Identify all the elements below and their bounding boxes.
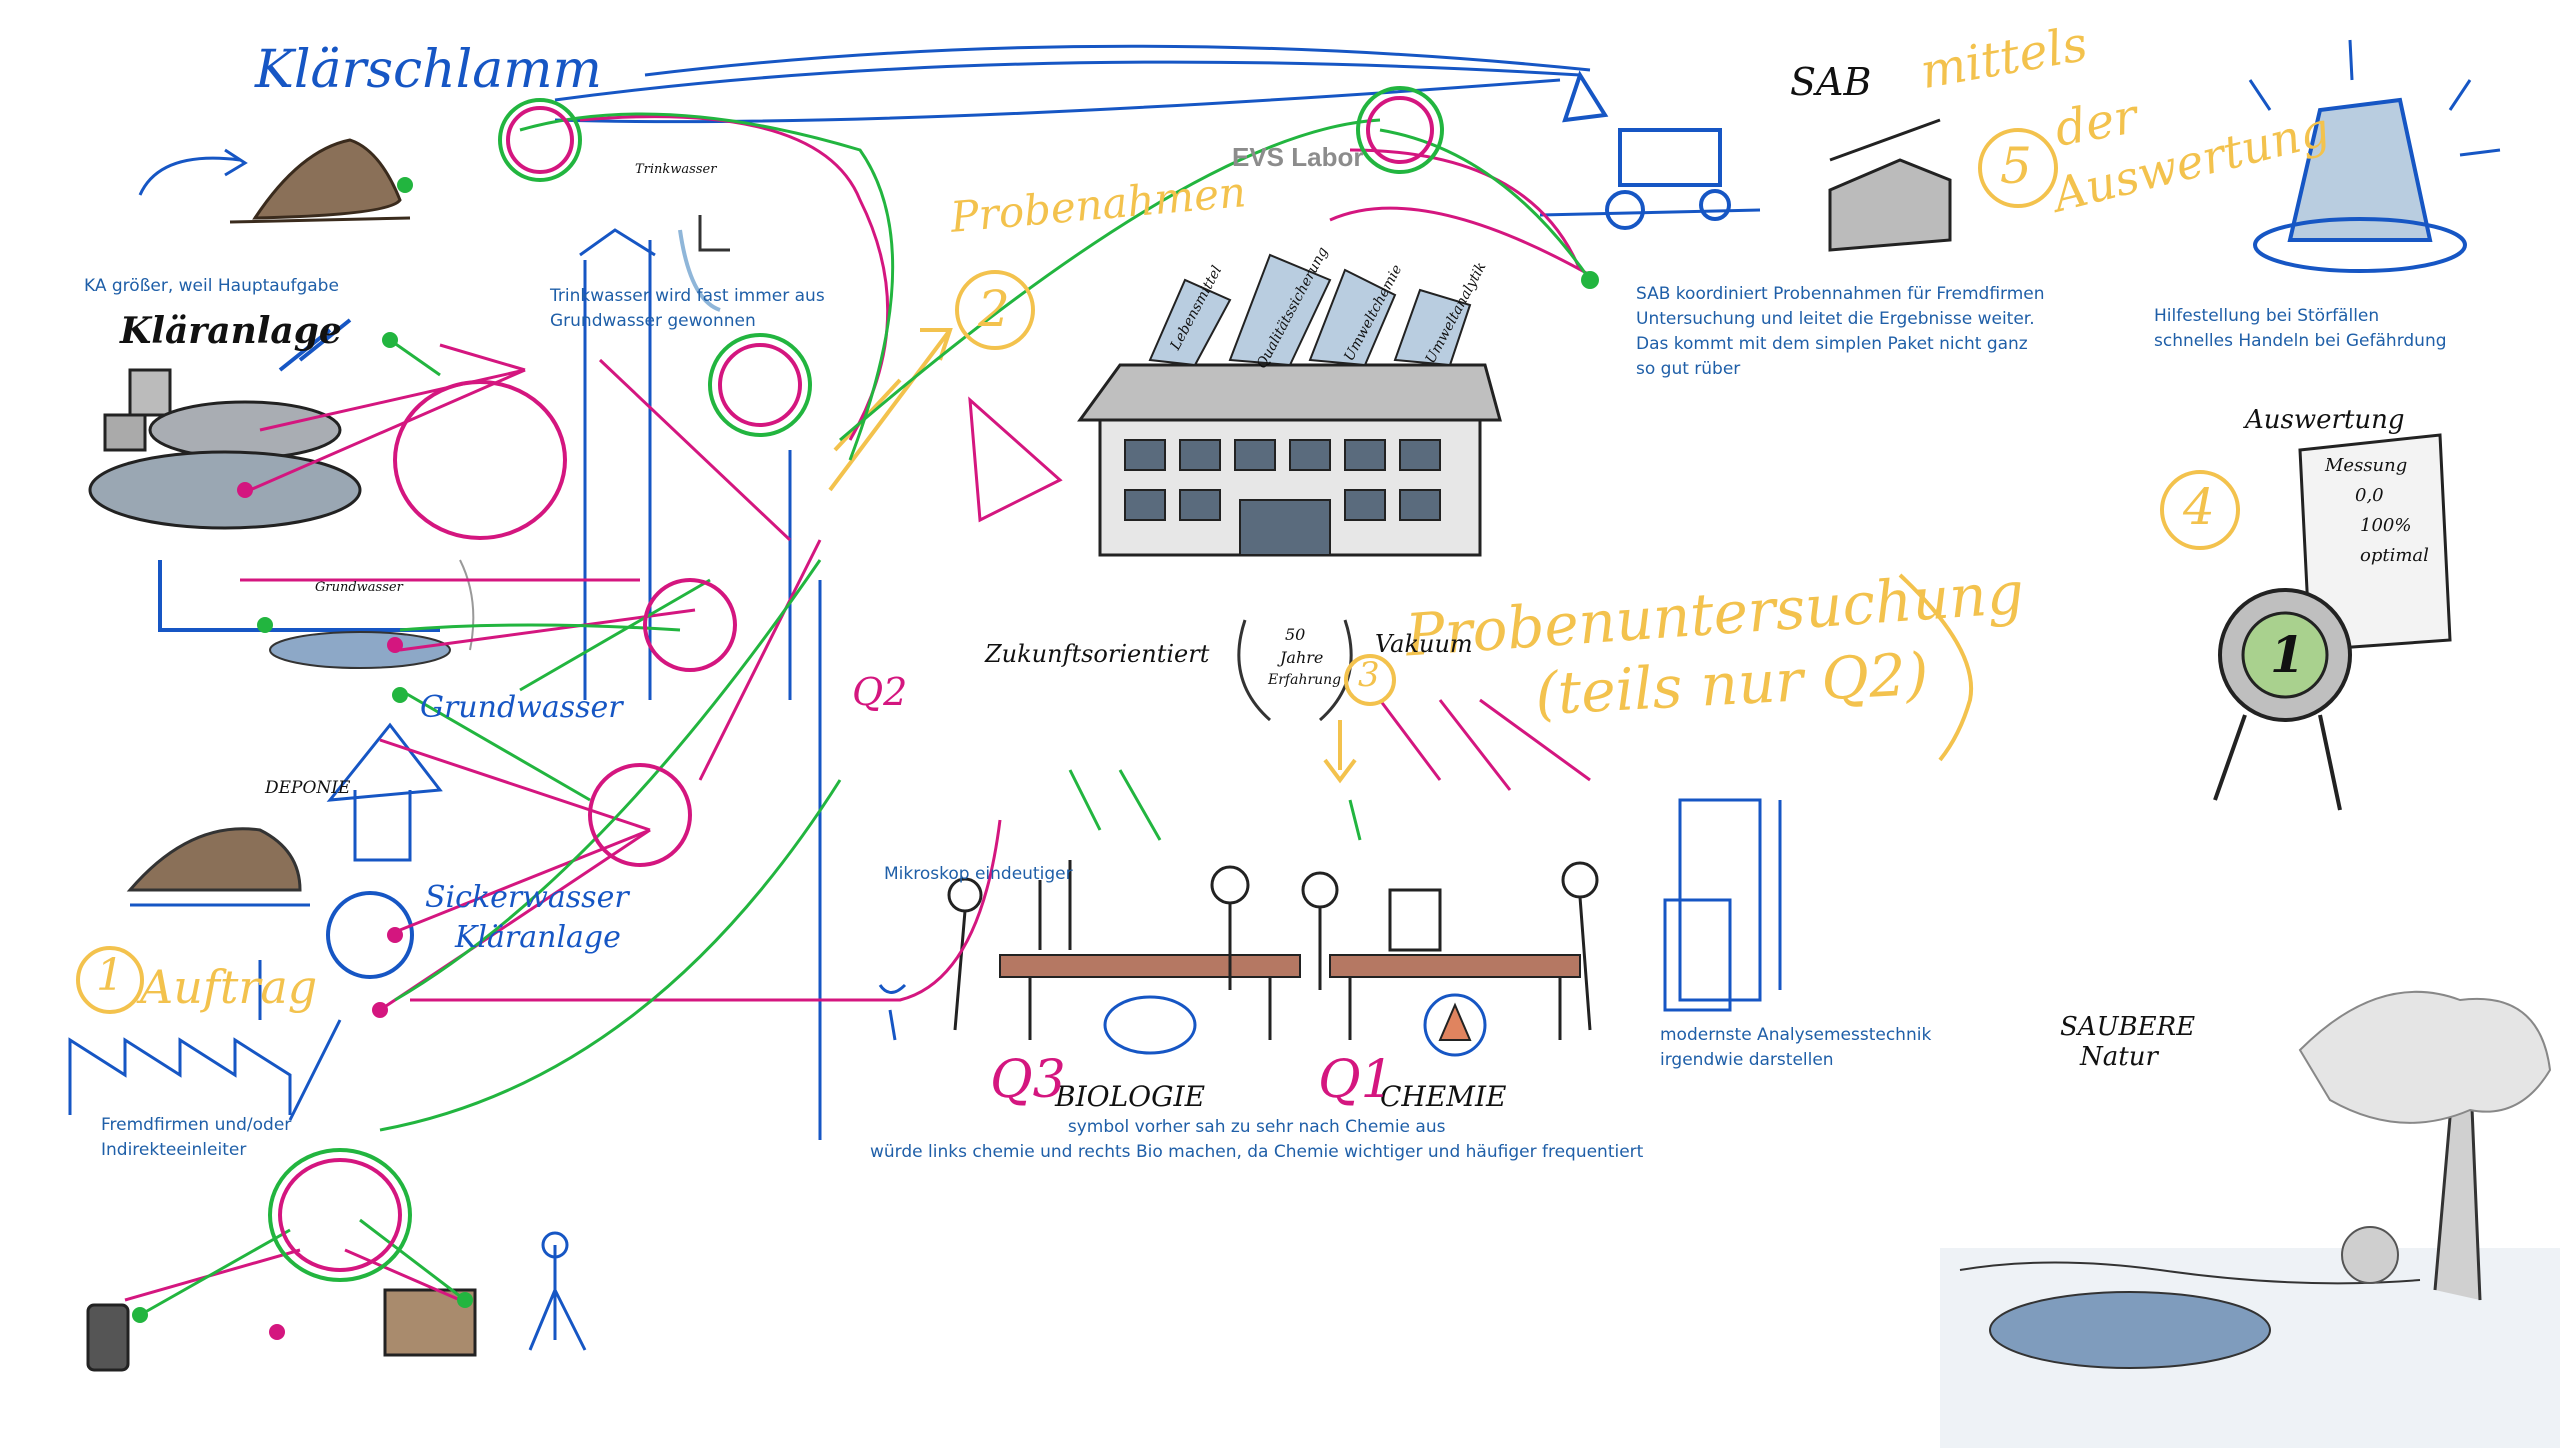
groundwater-sketch: [158, 559, 475, 669]
lab-scene-sketch: [878, 860, 1599, 1057]
lab-building-sketch: [1077, 253, 1502, 557]
grundwasser-small-label: Grundwasser: [315, 580, 403, 595]
natur-label: Natur: [2080, 1042, 2158, 1072]
laurel-text-1: 50: [1285, 625, 1306, 644]
klaerschlamm-title: Klärschlamm: [255, 40, 602, 100]
step-number-1: 1: [96, 950, 124, 1001]
grundwasser-title: Grundwasser: [420, 690, 623, 725]
note-hilfe: Hilfestellung bei Störfällen schnelles H…: [2154, 306, 2447, 351]
evaluation-sketch: [2213, 433, 2452, 811]
q3-label: Q3: [990, 1050, 1066, 1110]
step-number-3: 3: [1358, 655, 1380, 695]
auftrag-title: Auftrag: [140, 960, 318, 1014]
waste-bins-sketch: [86, 1231, 587, 1372]
note-fremdfirmen: Fremdfirmen und/oder Indirekteeinleiter: [101, 1115, 292, 1160]
biologie-label: BIOLOGIE: [1055, 1080, 1206, 1113]
sludge-heap-sketch: [138, 138, 411, 224]
chemie-label: CHEMIE: [1380, 1080, 1507, 1113]
vakuum-label: Vakuum: [1375, 630, 1473, 658]
q1-label: Q1: [1318, 1050, 1394, 1110]
nature-scene-sketch: [1940, 990, 2560, 1448]
badge-number: 1: [2270, 625, 2305, 684]
step-circles: [76, 128, 2240, 1014]
external-companies-sketch: [68, 960, 342, 1121]
blue-connection-lines: [554, 44, 1591, 1140]
checklist-item-3: 100%: [2360, 515, 2412, 536]
sickerwasser-klaeranlage-title: Kläranlage: [455, 920, 621, 955]
landfill-sketch: [126, 722, 443, 979]
step-number-5: 5: [2000, 137, 2032, 195]
saubere-label: SAUBERE: [2060, 1012, 2196, 1042]
klaeranlage-title: Kläranlage: [120, 310, 342, 352]
sab-vehicle-sketch: [1539, 70, 1952, 252]
checklist-item-2: 0,0: [2355, 485, 2384, 506]
trinkwasser-small-label: Trinkwasser: [635, 162, 717, 177]
sample-bottle-circles: [268, 86, 1444, 1282]
q2-label: Q2: [852, 670, 908, 714]
evs-labor-logo: EVS Labor: [1232, 142, 1364, 172]
checklist-item-4: optimal: [2360, 545, 2429, 566]
note-symbol: symbol vorher sah zu sehr nach Chemie au…: [870, 1117, 1644, 1162]
sab-title: SAB: [1790, 60, 1872, 104]
note-sab: SAB koordiniert Probennahmen für Fremdfi…: [1636, 284, 2045, 379]
note-mikroskop: Mikroskop eindeutiger: [884, 864, 1073, 884]
sickerwasser-title: Sickerwasser: [425, 880, 629, 915]
note-ka: KA größer, weil Hauptaufgabe: [84, 276, 339, 296]
analyzer-sketch: [1663, 798, 1782, 1012]
laurel-text-2: Jahre: [1280, 648, 1324, 667]
auswertung-title: Auswertung: [2245, 405, 2405, 435]
zukunftsorientiert-label: Zukunftsorientiert: [985, 640, 1210, 668]
green-lines: [139, 112, 1592, 1317]
laurel-text-3: Erfahrung: [1268, 672, 1342, 688]
laurel-wreath-sketch: [1237, 619, 1353, 722]
note-trinkwasser: Trinkwasser wird fast immer aus Grundwas…: [550, 286, 825, 331]
connector-dots: [132, 177, 1599, 1340]
checklist-item-1: Messung: [2325, 455, 2408, 476]
alarm-light-sketch: [2248, 39, 2501, 273]
step-number-4: 4: [2183, 478, 2215, 536]
note-analyse: modernste Analysemesstechnik irgendwie d…: [1660, 1025, 1932, 1070]
deponie-label: DEPONIE: [265, 778, 351, 798]
step-number-2: 2: [978, 280, 1010, 338]
